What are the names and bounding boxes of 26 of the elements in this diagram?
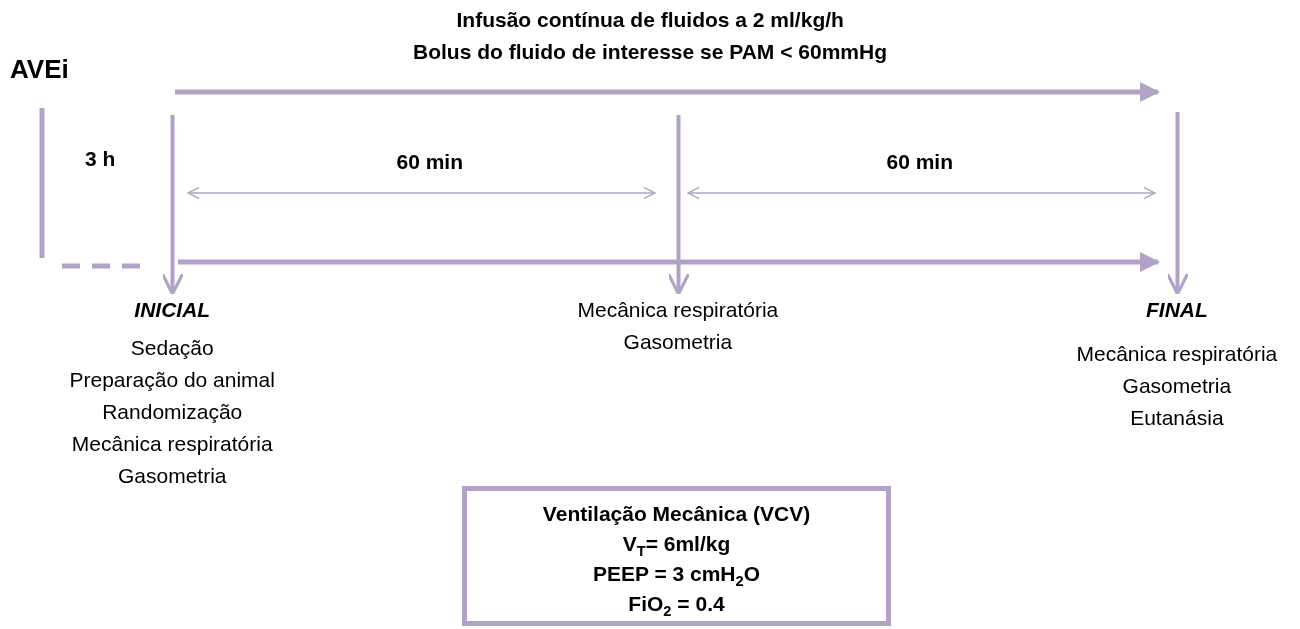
protocol-note: Bolus do fluido de interesse se PAM < 60mmHg [413, 40, 887, 64]
procedure-text: Preparação do animal [69, 367, 275, 393]
procedure-text: Randomização [101, 399, 244, 425]
duration-label: 60 min [396, 150, 464, 174]
arrow [160, 115, 185, 296]
arrow [1165, 112, 1190, 296]
setting-text: V$_{T}$= 6ml/kg [621, 531, 732, 559]
procedure-text: Gasometria [1121, 373, 1233, 399]
setting-text: Ventilação Mecânica (VCV) [541, 501, 812, 527]
time-point-title: FINAL [1144, 297, 1209, 323]
settings-box [462, 486, 891, 626]
procedure-text: Gasometria [622, 329, 734, 355]
protocol-note: Infusão contínua de fluidos a 2 ml/kg/h [456, 8, 844, 32]
procedure-text: Gasometria [116, 463, 228, 489]
procedure-text: Mecânica respiratória [577, 297, 779, 323]
time-point-title: INICIAL [133, 297, 212, 323]
event-label: AVEi [10, 54, 69, 85]
setting-text: PEEP = 3 cmH$_{2}$O [591, 561, 762, 589]
arrow [666, 115, 691, 296]
procedure-text: Mecânica respiratória [1076, 341, 1278, 367]
duration-label: 3 h [85, 147, 116, 171]
setting-text: FiO$_{2}$ = 0.4 [627, 591, 726, 619]
duration-label: 60 min [886, 150, 954, 174]
procedure-text: Mecânica respiratória [70, 431, 274, 457]
procedure-text: Eutanásia [1129, 405, 1225, 431]
procedure-text: Sedação [129, 335, 215, 361]
